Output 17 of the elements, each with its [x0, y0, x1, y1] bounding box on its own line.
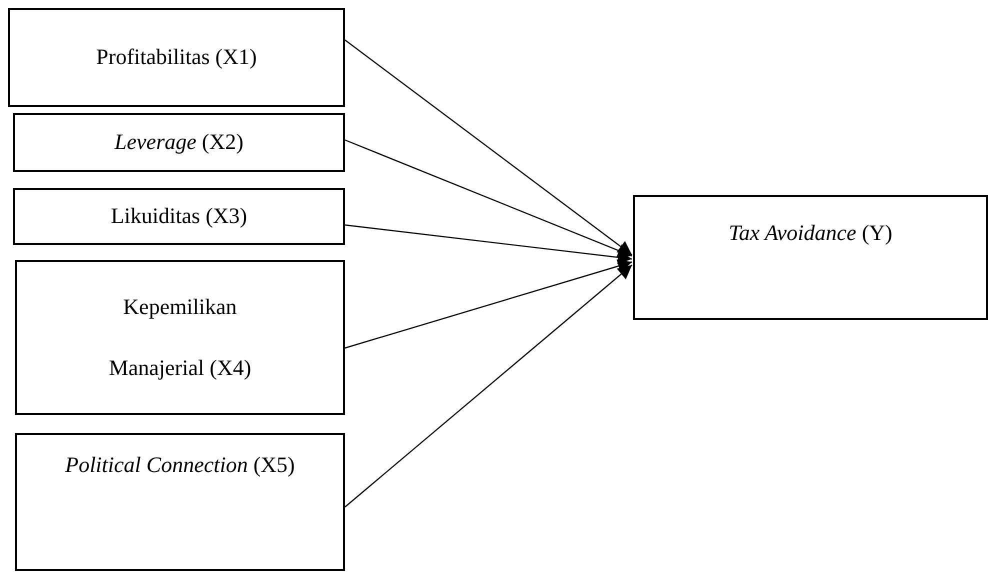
variable-box: [15, 260, 345, 415]
variable-box: [13, 113, 345, 172]
arrow: [344, 40, 632, 256]
outcome-box: [633, 195, 988, 320]
variable-label: Tax Avoidance (Y): [728, 219, 892, 247]
variable-box: [13, 188, 345, 245]
arrow: [344, 139, 632, 258]
variable-box: [15, 433, 345, 571]
variable-label: Kepemilikan Manajerial (X4): [108, 293, 252, 382]
variable-label: Likuiditas (X3): [110, 202, 248, 230]
variable-label: Profitabilitas (X1): [96, 43, 257, 72]
arrow: [344, 264, 632, 508]
variable-box: [8, 8, 345, 107]
arrow: [344, 224, 632, 264]
variable-label: Political Connection (X5): [65, 451, 295, 479]
variable-label: Leverage (X2): [114, 128, 244, 156]
arrow: [344, 259, 632, 349]
